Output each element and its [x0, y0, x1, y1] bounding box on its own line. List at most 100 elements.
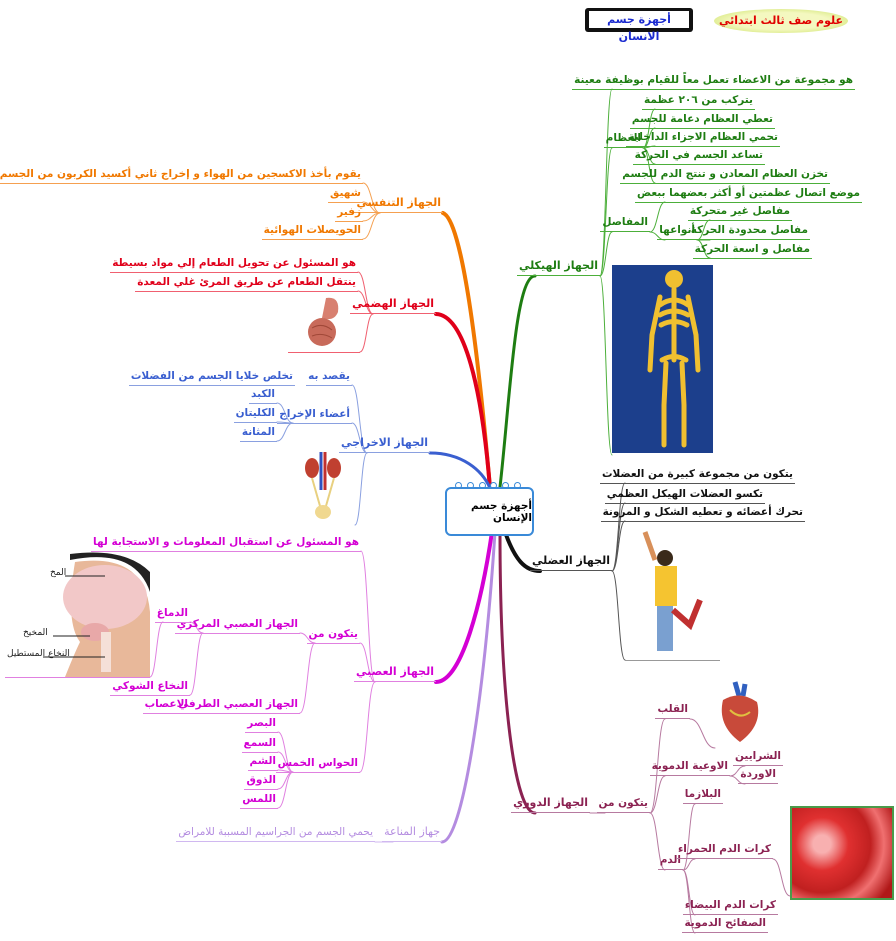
- circulatory-consists[interactable]: يتكون من: [596, 795, 650, 813]
- central-item[interactable]: النخاع الشوكي: [110, 678, 190, 696]
- connector-line: [696, 239, 711, 259]
- joints-types[interactable]: أنواعها: [657, 222, 697, 240]
- connector-line: [277, 751, 294, 773]
- connector-line: [360, 550, 376, 683]
- skeletal-definition[interactable]: هو مجموعة من الاعضاء تعمل معاً للقيام بو…: [572, 72, 855, 90]
- respiratory-item[interactable]: الحويصلات الهوائية: [261, 222, 363, 240]
- connector-line: [689, 718, 716, 749]
- brain-label-cerebellum: المخيخ: [23, 628, 48, 638]
- excretory-meaning[interactable]: تخلص خلايا الجسم من الفضلات: [128, 368, 295, 386]
- branch-line-circulatory: [498, 530, 537, 815]
- branch-respiratory[interactable]: الجهاز التنفسي: [354, 195, 443, 213]
- connector-line: [611, 520, 626, 572]
- connector-line: [357, 271, 374, 315]
- nervous-definition[interactable]: هو المسئول عن استقبال المعلومات و الاستج…: [91, 534, 361, 552]
- respiratory-definition[interactable]: يقوم بأخذ الاكسجين من الهواء و إخراج ثان…: [0, 166, 363, 184]
- central-item[interactable]: الدماغ: [154, 605, 190, 623]
- blood-cells-image: [790, 806, 894, 900]
- blood-item[interactable]: كرات الدم البيضاء: [682, 897, 778, 915]
- bones-item[interactable]: تحمي العظام الاجزاء الداخلية: [626, 129, 780, 147]
- bones-item[interactable]: تخزن العظام المعادن و تنتج الدم للجسم: [620, 166, 830, 184]
- connector-line: [649, 775, 666, 814]
- node-peripheral-nervous[interactable]: الجهاز العصبي الطرفي: [176, 696, 300, 714]
- connector-line: [277, 771, 294, 809]
- node-bones[interactable]: العظام: [603, 130, 643, 148]
- node-central-nervous[interactable]: الجهاز العصبي المركزي: [174, 616, 300, 634]
- sense-item[interactable]: الشم: [247, 753, 278, 771]
- connector-line: [354, 452, 368, 526]
- peripheral-item[interactable]: الاعصاب: [142, 696, 190, 714]
- excretory-organ[interactable]: المثانة: [239, 424, 277, 442]
- branch-line-skeletal: [498, 274, 537, 489]
- blood-item[interactable]: كرات الدم الحمراء: [675, 841, 773, 859]
- node-vessels[interactable]: الاوعية الدموية: [649, 758, 730, 776]
- branch-circulatory[interactable]: الجهاز الدوري: [511, 795, 590, 813]
- connector-line: [682, 803, 696, 871]
- muscular-item[interactable]: تحرك أعضائه و تعطيه الشكل و المرونة: [600, 504, 805, 522]
- branch-line-excretory: [428, 451, 492, 490]
- joint-type[interactable]: مفاصل و اسعة الحركة: [692, 241, 812, 259]
- bones-item[interactable]: يتركب من ٢٠٦ عظمة: [642, 92, 755, 110]
- connector-line: [599, 275, 613, 456]
- sense-item[interactable]: السمع: [241, 735, 278, 753]
- immune-definition[interactable]: يحمي الجسم من الجراسيم المسببة للامراض: [176, 824, 375, 842]
- central-topic[interactable]: أجهزة جسم الإنسان: [445, 487, 534, 536]
- branch-nervous[interactable]: الجهاز العصبي: [354, 664, 436, 682]
- branch-excretory[interactable]: الجهاز الاخراجي: [339, 435, 430, 453]
- connector-line: [599, 147, 613, 277]
- excretory-organ[interactable]: الكليتان: [233, 405, 277, 423]
- subject-badge-text: علوم صف ثالث ابتدائي: [719, 14, 843, 27]
- node-joints[interactable]: المفاصل: [600, 214, 650, 232]
- vessel-item[interactable]: الشرايين: [732, 748, 783, 766]
- bones-item[interactable]: تعطي العظام دعامة للجسم: [629, 111, 775, 129]
- connector-line: [682, 858, 696, 871]
- branch-digestive[interactable]: الجهاز الهضمي: [350, 296, 436, 314]
- excretory-meaning-label[interactable]: يقصد به: [306, 368, 352, 386]
- connector-line: [276, 422, 294, 442]
- sense-item[interactable]: الذوق: [244, 772, 278, 790]
- central-topic-label: أجهزة جسم الإنسان: [471, 499, 532, 524]
- branch-skeletal[interactable]: الجهاز الهيكلي: [516, 258, 600, 276]
- respiratory-item[interactable]: شهيق: [327, 185, 363, 203]
- connector-line: [299, 632, 316, 644]
- connector-line: [189, 632, 204, 696]
- blood-item[interactable]: الصفائح الدموية: [682, 915, 768, 933]
- node-blood[interactable]: الدم: [657, 852, 683, 870]
- joints-definition[interactable]: موضع اتصال عظمتين أو أكثر بعضهما ببعض: [635, 185, 862, 203]
- excretory-organ[interactable]: الكبد: [249, 386, 277, 404]
- branch-immune[interactable]: جهاز المناعة: [382, 824, 442, 842]
- joint-type[interactable]: مفاصل غير متحركة: [687, 203, 792, 221]
- joint-type[interactable]: مفاصل محدودة الحركة: [688, 222, 810, 240]
- sense-item[interactable]: البصر: [245, 715, 278, 733]
- connector-line: [276, 402, 294, 424]
- muscular-item[interactable]: يتكون من مجموعة كبيرة من العضلات: [599, 466, 795, 484]
- sense-item[interactable]: اللمس: [240, 791, 278, 809]
- connector-line: [649, 718, 666, 814]
- branch-muscular[interactable]: الجهاز العضلي: [530, 553, 612, 571]
- digestive-system-image: [288, 292, 360, 353]
- node-heart[interactable]: القلب: [655, 701, 690, 719]
- title-badge-text: أجهزة جسم الانسان: [589, 11, 689, 43]
- connector-line: [277, 731, 294, 773]
- branch-line-immune: [440, 530, 497, 844]
- branch-line-nervous: [434, 530, 494, 684]
- brain-label-medulla: النخاع المستطيل: [7, 649, 70, 659]
- excretory-organs[interactable]: أعضاء الإخراج: [277, 406, 352, 424]
- node-five-senses[interactable]: الحواس الخمس: [275, 755, 360, 773]
- connector-line: [189, 621, 204, 634]
- connector-line: [611, 570, 626, 661]
- connector-line: [599, 88, 613, 277]
- digestive-item[interactable]: هو المسئول عن تحويل الطعام إلي مواد بسيط…: [110, 255, 358, 273]
- connector-line: [362, 212, 381, 240]
- nervous-consists[interactable]: يتكون من: [306, 626, 360, 644]
- vessel-item[interactable]: الاوردة: [738, 766, 778, 784]
- bones-item[interactable]: تساعد الجسم في الحركة: [632, 147, 765, 165]
- connector-line: [682, 869, 696, 934]
- digestive-item[interactable]: ينتقل الطعام عن طريق المرئ غلي المعدة: [135, 274, 358, 292]
- blood-item[interactable]: البلازما: [682, 786, 723, 804]
- connector-line: [359, 313, 374, 353]
- muscles-boy-image: [625, 530, 720, 661]
- connector-line: [772, 858, 791, 897]
- muscular-item[interactable]: تكسو العضلات الهيكل العظمي: [604, 486, 765, 504]
- respiratory-item[interactable]: زفير: [335, 204, 363, 222]
